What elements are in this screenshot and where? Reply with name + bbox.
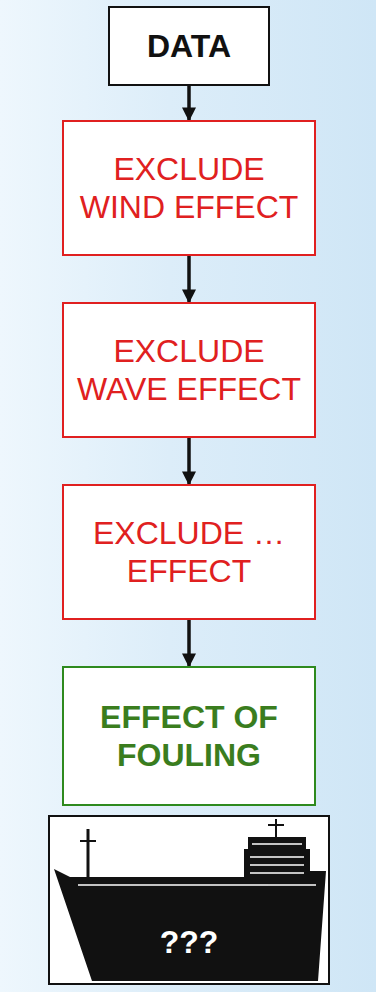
ship-window-row (250, 864, 304, 866)
flow-arrow (187, 86, 191, 120)
ship-mast (87, 829, 90, 877)
result-box: EFFECT OF FOULING (62, 666, 316, 806)
ship-hull (54, 869, 326, 981)
ship-windows (250, 844, 304, 873)
ship-radar-mast (275, 819, 277, 837)
process-box: EXCLUDE WIND EFFECT (62, 120, 316, 256)
node-text: EXCLUDE WIND EFFECT (74, 150, 304, 226)
node-text: EFFECT OF FOULING (74, 698, 304, 774)
ship-box: ??? (48, 815, 330, 985)
data-box: DATA (108, 6, 270, 86)
node-text: EXCLUDE WAVE EFFECT (74, 332, 304, 408)
flow-arrow (187, 256, 191, 302)
node-text: DATA (147, 27, 231, 65)
flow-arrow (187, 438, 191, 484)
flow-arrow (187, 620, 191, 666)
node-text: EXCLUDE … EFFECT (74, 514, 304, 590)
process-box: EXCLUDE WAVE EFFECT (62, 302, 316, 438)
ship-superstructure (244, 849, 310, 879)
ship-deck-line (78, 884, 316, 886)
ship-bridge (248, 837, 306, 849)
process-box: EXCLUDE … EFFECT (62, 484, 316, 620)
ship-window-row (250, 872, 304, 874)
ship-radar-yard (268, 824, 284, 826)
ship-frame (48, 815, 330, 985)
ship-window-row (250, 856, 304, 858)
node-text: ??? (160, 923, 219, 961)
ship-window-row (252, 843, 302, 845)
ship-mast-yard (80, 840, 96, 842)
